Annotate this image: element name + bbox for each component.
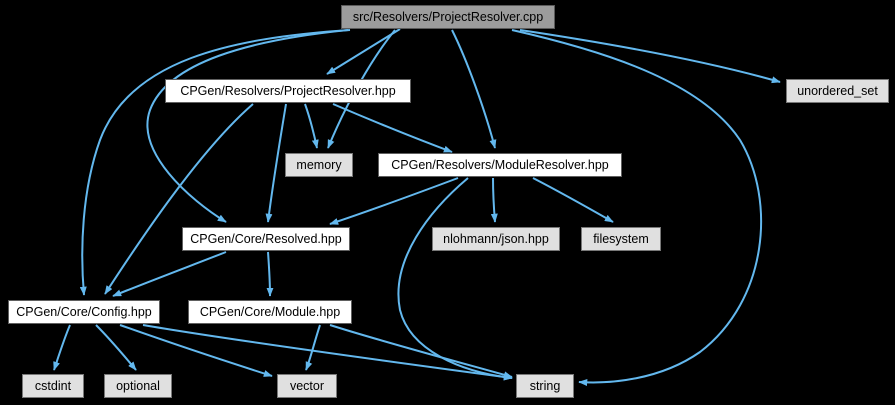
- graph-edge-resolved_h-to-config_h: [112, 251, 227, 297]
- graph-edge-root-to-projresolver_h: [326, 28, 401, 75]
- graph-edge-module_h-to-string: [329, 324, 513, 379]
- graph-node-resolved_h[interactable]: CPGen/Core/Resolved.hpp: [182, 227, 350, 251]
- graph-edge-config_h-to-cstdint: [53, 324, 71, 371]
- graph-node-root[interactable]: src/Resolvers/ProjectResolver.cpp: [341, 5, 555, 29]
- graph-edge-projresolver_h-to-resolved_h: [265, 103, 287, 223]
- graph-edge-config_h-to-vector: [119, 324, 273, 377]
- graph-node-string[interactable]: string: [516, 374, 574, 398]
- graph-edge-projresolver_h-to-config_h: [104, 103, 254, 295]
- graph-edge-modresolver_h-to-resolved_h: [329, 177, 459, 225]
- graph-node-optional[interactable]: optional: [104, 374, 172, 398]
- graph-edge-resolved_h-to-module_h: [266, 251, 274, 297]
- graph-edge-projresolver_h-to-memory: [304, 103, 319, 149]
- graph-edge-projresolver_h-to-modresolver_h: [332, 103, 453, 153]
- graph-node-unordered_set[interactable]: unordered_set: [786, 79, 889, 103]
- graph-node-vector[interactable]: vector: [277, 374, 337, 398]
- graph-node-memory[interactable]: memory: [285, 153, 353, 177]
- graph-node-json_hpp[interactable]: nlohmann/json.hpp: [432, 227, 560, 251]
- graph-node-filesystem[interactable]: filesystem: [581, 227, 661, 251]
- graph-edge-root-to-unordered_set: [519, 29, 781, 84]
- graph-edges: [53, 28, 781, 387]
- graph-edge-config_h-to-optional: [95, 324, 137, 371]
- graph-edge-modresolver_h-to-filesystem: [532, 177, 614, 223]
- graph-edge-root-to-modresolver_h: [451, 29, 497, 149]
- graph-edge-root-to-resolved_h: [146, 29, 349, 223]
- graph-edge-config_h-to-string: [142, 324, 513, 381]
- graph-node-config_h[interactable]: CPGen/Core/Config.hpp: [8, 300, 160, 324]
- graph-edge-modresolver_h-to-string: [397, 177, 513, 381]
- graph-node-module_h[interactable]: CPGen/Core/Module.hpp: [188, 300, 352, 324]
- graph-node-modresolver_h[interactable]: CPGen/Resolvers/ModuleResolver.hpp: [378, 153, 622, 177]
- graph-node-projresolver_h[interactable]: CPGen/Resolvers/ProjectResolver.hpp: [165, 79, 411, 103]
- graph-edge-root-to-string: [511, 29, 763, 387]
- graph-edge-modresolver_h-to-json_hpp: [490, 177, 498, 223]
- graph-edge-module_h-to-vector: [305, 324, 321, 371]
- graph-node-cstdint[interactable]: cstdint: [22, 374, 84, 398]
